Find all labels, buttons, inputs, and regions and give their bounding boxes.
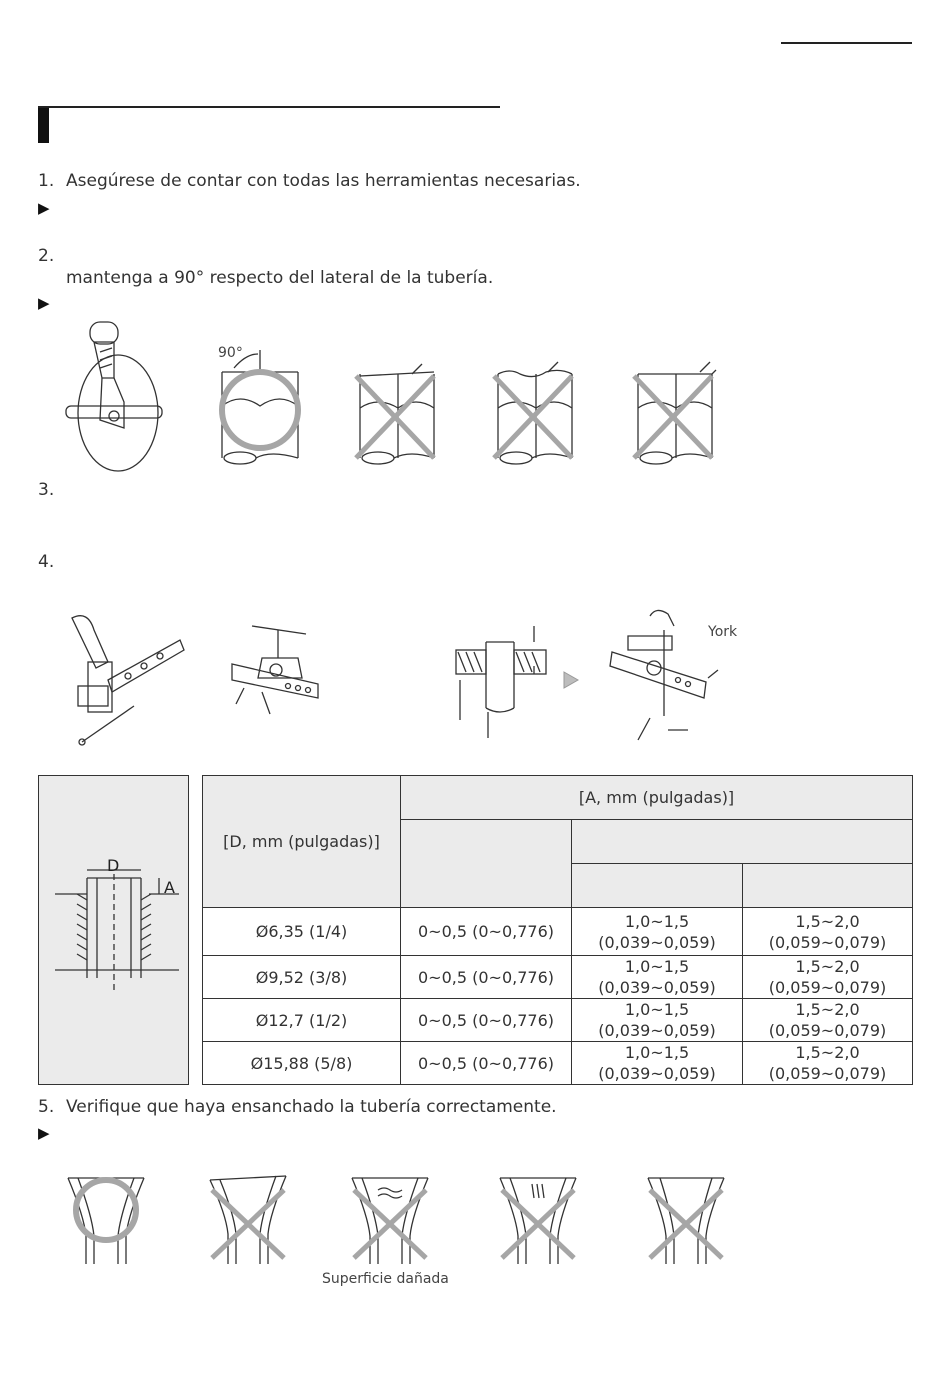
header-subcol-3 <box>742 863 913 908</box>
flare-check-cracked <box>499 1177 577 1264</box>
pipe-cut-rough <box>492 361 574 465</box>
step-1-number: 1. <box>38 171 55 191</box>
cell-a2-line2: (0,039~0,059) <box>598 1021 716 1040</box>
flare-check-damaged-surface <box>351 1177 429 1264</box>
table-row: Ø9,52 (3/8) 0~0,5 (0~0,776) 1,0~1,5 (0,03… <box>202 955 913 999</box>
cell-a3-line2: (0,059~0,079) <box>768 932 887 952</box>
header-rule-right <box>781 42 912 44</box>
header-subcol-group <box>571 819 913 864</box>
cell-a3-line2: (0,059~0,079) <box>768 1021 887 1040</box>
cell-a1: 0~0,5 (0~0,776) <box>400 907 572 956</box>
flare-check-correct <box>67 1177 145 1264</box>
pipe-cut-burr <box>632 361 717 465</box>
section-title-rule <box>38 106 500 108</box>
cell-d: Ø9,52 (3/8) <box>202 955 401 999</box>
cell-a2-line1: 1,0~1,5 <box>624 957 690 976</box>
header-subcol-1 <box>400 819 572 908</box>
bullet-triangle: ▶ <box>38 1124 50 1142</box>
york-label: York <box>708 624 738 640</box>
header-subcol-2 <box>571 863 743 908</box>
angle-label: 90° <box>218 345 243 361</box>
pipe-cut-correct <box>219 350 301 465</box>
table-row: Ø6,35 (1/4) 0~0,5 (0~0,776) 1,0~1,5(0,03… <box>202 907 913 956</box>
header-a-cell: [A, mm (pulgadas)] <box>400 775 913 820</box>
cell-d: Ø6,35 (1/4) <box>202 907 401 956</box>
header-a-label: [A, mm (pulgadas)] <box>578 788 735 807</box>
cell-a2: 1,0~1,5 (0,039~0,059) <box>571 955 743 999</box>
flare-spec-table: [D, mm (pulgadas)] [A, mm (pulgadas)] Ø6… <box>202 775 913 1085</box>
step-2-number: 2. <box>38 246 55 266</box>
flaring-yoke-illustration <box>231 625 319 715</box>
cell-a2-line2: (0,039~0,059) <box>598 932 716 952</box>
step-2-text-line2: mantenga a 90° respecto del lateral de l… <box>66 268 494 288</box>
cell-a3-line1: 1,5~2,0 <box>795 911 860 931</box>
detail-label-a: A <box>164 878 175 897</box>
pipe-projection-diagram <box>455 626 580 738</box>
cell-a1: 0~0,5 (0~0,776) <box>400 998 572 1042</box>
pipe-cut-oblique <box>354 363 436 465</box>
step-5-text: Verifique que haya ensanchado la tubería… <box>66 1097 557 1117</box>
flare-check-uneven <box>209 1175 287 1264</box>
flare-detail-drawing <box>55 869 179 994</box>
table-row: Ø12,7 (1/2) 0~0,5 (0~0,776) 1,0~1,5 (0,03… <box>202 998 913 1042</box>
cell-a3-line2: (0,059~0,079) <box>768 1064 887 1083</box>
cell-a1: 0~0,5 (0~0,776) <box>400 1041 572 1085</box>
cell-a3: 1,5~2,0(0,059~0,079) <box>742 907 913 956</box>
cell-a1: 0~0,5 (0~0,776) <box>400 955 572 999</box>
cell-a2: 1,0~1,5(0,039~0,059) <box>571 907 743 956</box>
step-1-text: Asegúrese de contar con todas las herram… <box>66 171 581 191</box>
cell-a3-line2: (0,059~0,079) <box>768 978 887 997</box>
flaring-tool-illustration <box>71 615 185 746</box>
step-3-number: 3. <box>38 480 55 500</box>
cell-a3-line1: 1,5~2,0 <box>795 957 860 976</box>
header-d-label: [D, mm (pulgadas)] <box>223 832 380 851</box>
cell-a2-line1: 1,0~1,5 <box>624 1000 690 1019</box>
flare-detail-panel: D A <box>38 775 189 1085</box>
cell-d: Ø15,88 (5/8) <box>202 1041 401 1085</box>
cell-a2: 1,0~1,5 (0,039~0,059) <box>571 998 743 1042</box>
cell-a3: 1,5~2,0 (0,059~0,079) <box>742 955 913 999</box>
cell-a3-line1: 1,5~2,0 <box>795 1043 860 1062</box>
bullet-triangle: ▶ <box>38 199 50 217</box>
step-5-number: 5. <box>38 1097 55 1117</box>
flare-clamping-illustration <box>609 609 719 741</box>
cell-d: Ø12,7 (1/2) <box>202 998 401 1042</box>
step-4-number: 4. <box>38 552 55 572</box>
damaged-surface-label: Superficie dañada <box>322 1271 449 1287</box>
cell-a2-line2: (0,039~0,059) <box>598 1064 716 1083</box>
cell-a2-line1: 1,0~1,5 <box>624 911 690 931</box>
pipe-cutter-illustration <box>65 321 163 472</box>
cell-a3: 1,5~2,0 (0,059~0,079) <box>742 998 913 1042</box>
cell-a2-line2: (0,039~0,059) <box>598 978 716 997</box>
detail-label-d: D <box>107 856 120 875</box>
cell-a2-line1: 1,0~1,5 <box>624 1043 690 1062</box>
cell-a3: 1,5~2,0 (0,059~0,079) <box>742 1041 913 1085</box>
flare-check-thin-wall <box>647 1177 725 1264</box>
section-title-block <box>38 108 49 143</box>
cell-a3-line1: 1,5~2,0 <box>795 1000 860 1019</box>
cell-a2: 1,0~1,5 (0,039~0,059) <box>571 1041 743 1085</box>
table-row: Ø15,88 (5/8) 0~0,5 (0~0,776) 1,0~1,5 (0,0… <box>202 1041 913 1085</box>
bullet-triangle: ▶ <box>38 294 50 312</box>
header-d-cell: [D, mm (pulgadas)] <box>202 775 401 908</box>
